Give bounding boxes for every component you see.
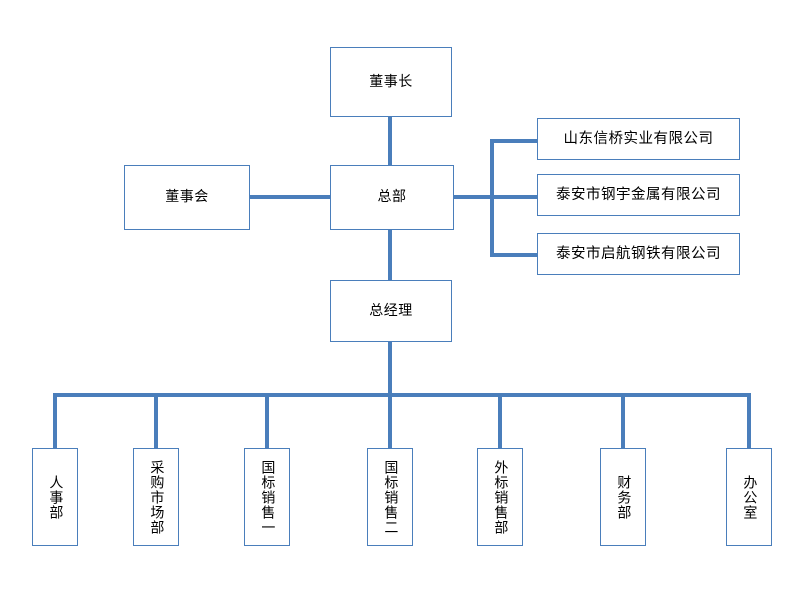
connector-subsidiary-3 <box>490 253 539 257</box>
node-department-gb-sales-2-label: 国标销售二 <box>382 459 399 535</box>
connector-department-drop-5 <box>498 393 502 448</box>
node-department-finance-label: 财务部 <box>615 474 632 520</box>
node-chairman[interactable]: 董事长 <box>330 47 452 117</box>
connector-department-drop-1 <box>53 393 57 448</box>
node-subsidiary-3[interactable]: 泰安市启航钢铁有限公司 <box>537 233 740 275</box>
node-headquarters-label: 总部 <box>377 189 407 206</box>
node-department-office[interactable]: 办公室 <box>726 448 772 546</box>
connector-board-to-hq <box>249 195 331 199</box>
node-subsidiary-2[interactable]: 泰安市钢宇金属有限公司 <box>537 174 740 216</box>
connector-department-bus <box>53 393 751 397</box>
node-subsidiary-3-label: 泰安市启航钢铁有限公司 <box>556 245 721 262</box>
node-subsidiary-2-label: 泰安市钢宇金属有限公司 <box>556 186 721 203</box>
connector-department-drop-3 <box>265 393 269 448</box>
node-department-foreign-standard-sales-label: 外标销售部 <box>492 459 509 535</box>
node-department-office-label: 办公室 <box>741 474 758 520</box>
node-department-procurement-market-label: 采购市场部 <box>148 459 165 535</box>
node-department-gb-sales-1-label: 国标销售一 <box>259 459 276 535</box>
connector-department-drop-4 <box>388 393 392 448</box>
node-department-foreign-standard-sales[interactable]: 外标销售部 <box>477 448 523 546</box>
node-department-hr-label: 人事部 <box>47 474 64 520</box>
node-department-finance[interactable]: 财务部 <box>600 448 646 546</box>
node-department-gb-sales-1[interactable]: 国标销售一 <box>244 448 290 546</box>
node-department-gb-sales-2[interactable]: 国标销售二 <box>367 448 413 546</box>
node-board-of-directors-label: 董事会 <box>165 189 209 206</box>
node-general-manager[interactable]: 总经理 <box>330 280 452 342</box>
node-general-manager-label: 总经理 <box>369 302 413 319</box>
connector-hq-to-gm <box>388 229 392 280</box>
node-subsidiary-1[interactable]: 山东信桥实业有限公司 <box>537 118 740 160</box>
node-department-hr[interactable]: 人事部 <box>32 448 78 546</box>
connector-department-drop-7 <box>747 393 751 448</box>
connector-department-drop-6 <box>621 393 625 448</box>
connector-subsidiary-1 <box>490 139 539 143</box>
connector-hq-to-subsidiary-trunk <box>454 195 494 199</box>
node-board-of-directors[interactable]: 董事会 <box>124 165 250 230</box>
connector-gm-to-bus <box>388 342 392 397</box>
node-subsidiary-1-label: 山东信桥实业有限公司 <box>563 130 714 147</box>
node-department-procurement-market[interactable]: 采购市场部 <box>133 448 179 546</box>
node-headquarters[interactable]: 总部 <box>330 165 454 230</box>
connector-subsidiary-2 <box>490 195 539 199</box>
node-chairman-label: 董事长 <box>369 73 413 90</box>
connector-department-drop-2 <box>154 393 158 448</box>
connector-chairman-to-hq <box>388 117 392 167</box>
